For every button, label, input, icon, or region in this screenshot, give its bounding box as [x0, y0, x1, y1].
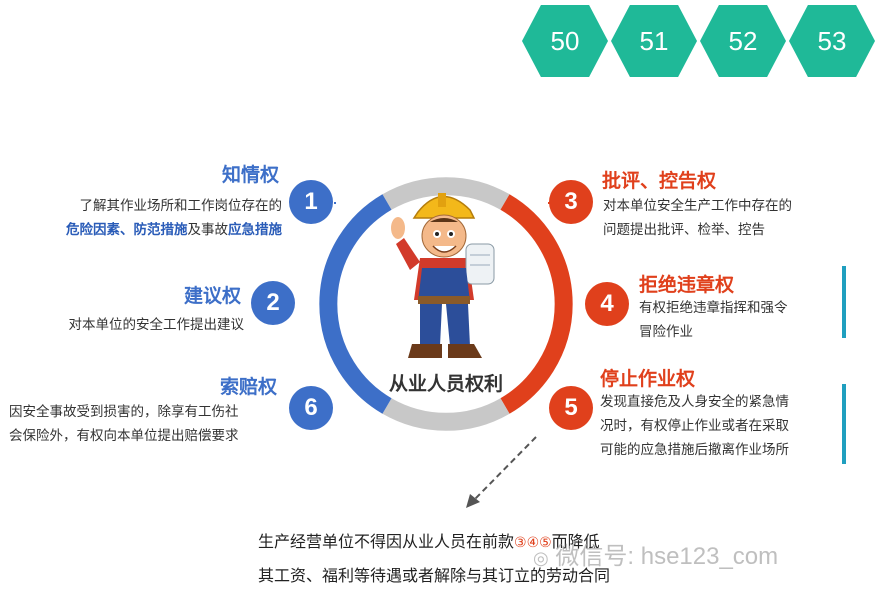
badge-4: 4 [585, 282, 629, 326]
badge-1: 1 [289, 180, 333, 224]
bottom-circled-numbers: ③④⑤ [514, 535, 552, 551]
desc-refuse-line2: 冒险作业 [639, 324, 693, 340]
wechat-icon: ◎ [533, 548, 549, 568]
hl-emergency: 应急措施 [228, 222, 282, 238]
ring-segment-gray-bottom [382, 398, 510, 431]
desc-compensation-line1: 因安全事故受到损害的，除享有工伤社 [9, 404, 239, 420]
desc-right-to-know-line2: 危险因素、防范措施及事故应急措施 [10, 218, 282, 242]
hl-hazards: 危险因素 [66, 222, 120, 238]
desc-right-to-know-line1: 了解其作业场所和工作岗位存在的 [79, 198, 283, 214]
hl-sep: 、 [120, 222, 134, 238]
worker-figure [391, 193, 495, 358]
page-hex-53[interactable]: 53 [789, 5, 875, 77]
side-bar-5 [842, 384, 846, 464]
title-refuse: 拒绝违章权 [639, 274, 735, 296]
hl-preventive: 防范措施 [133, 222, 188, 238]
dashed-arrow-head [466, 494, 480, 508]
ring-segment-red [500, 194, 573, 414]
page-hex-51[interactable]: 51 [611, 5, 697, 77]
title-suggestion: 建议权 [184, 285, 242, 307]
desc-criticism-line2: 问题提出批评、检举、控告 [603, 222, 765, 238]
title-compensation: 索赔权 [220, 376, 278, 398]
bottom-text-line1: 生产经营单位不得因从业人员在前款③④⑤而降低 [258, 528, 600, 552]
desc-compensation: 因安全事故受到损害的，除享有工伤社 会保险外，有权向本单位提出赔偿要求 [9, 400, 291, 448]
desc-stop-work-line3: 可能的应急措施后撤离作业场所 [600, 442, 789, 458]
title-right-to-know: 知情权 [222, 164, 280, 186]
desc-stop-work: 发现直接危及人身安全的紧急情 况时，有权停止作业或者在采取 可能的应急措施后撤离… [600, 390, 836, 462]
dashed-arrow-line [473, 436, 537, 501]
bottom-line1-post: 而降低 [551, 532, 600, 551]
desc-stop-work-line2: 况时，有权停止作业或者在采取 [600, 418, 789, 434]
desc-refuse: 有权拒绝违章指挥和强令 冒险作业 [639, 296, 839, 344]
desc-refuse-line1: 有权拒绝违章指挥和强令 [639, 300, 788, 316]
watermark-text: 微信号: hse123_com [555, 543, 779, 570]
desc-criticism: 对本单位安全生产工作中存在的 问题提出批评、检举、控告 [603, 194, 843, 242]
badge-2: 2 [251, 281, 295, 325]
center-label: 从业人员权利 [388, 373, 503, 395]
desc-stop-work-line1: 发现直接危及人身安全的紧急情 [600, 394, 789, 410]
bottom-text-line2: 其工资、福利等待遇或者解除与其订立的劳动合同 [258, 566, 611, 585]
ring-segment-gray-top [382, 177, 510, 210]
title-criticism: 批评、控告权 [602, 170, 717, 192]
desc-criticism-line1: 对本单位安全生产工作中存在的 [603, 198, 792, 214]
bottom-line1-pre: 生产经营单位不得因从业人员在前款 [258, 532, 515, 551]
wechat-watermark: ◎ 微信号: hse123_com [533, 536, 778, 571]
page-hex-52[interactable]: 52 [700, 5, 786, 77]
title-stop-work: 停止作业权 [600, 368, 696, 390]
desc-compensation-line2: 会保险外，有权向本单位提出赔偿要求 [9, 428, 239, 444]
badge-6: 6 [289, 386, 333, 430]
page-hex-50[interactable]: 50 [522, 5, 608, 77]
ring-segment-blue [319, 194, 392, 414]
badge-3: 3 [549, 180, 593, 224]
badge-5: 5 [549, 386, 593, 430]
desc-suggestion: 对本单位的安全工作提出建议 [68, 317, 245, 333]
desc-right-to-know: 了解其作业场所和工作岗位存在的 危险因素、防范措施及事故应急措施 [10, 194, 282, 242]
side-bar-4 [842, 266, 846, 338]
text-and-accident: 及事故 [187, 222, 229, 238]
